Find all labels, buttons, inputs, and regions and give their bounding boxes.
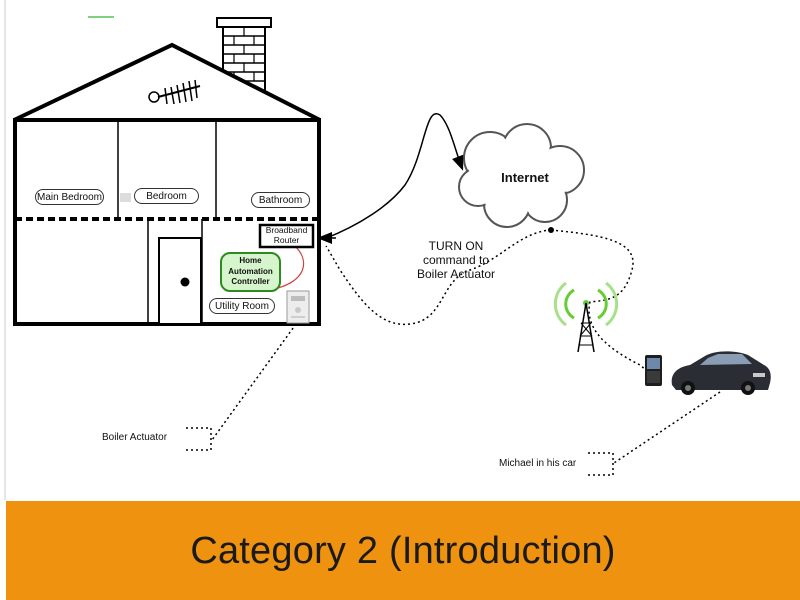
room-label-main-bedroom: Main Bedroom: [35, 189, 104, 205]
boiler-leader: [211, 323, 297, 441]
boiler-device-icon: [286, 290, 310, 324]
house: [13, 17, 321, 326]
banner-title: Category 2 (Introduction): [190, 530, 616, 572]
michael-car-label: Michael in his car: [499, 458, 577, 469]
antenna-icon: [148, 79, 201, 105]
controller-label: Home Automation Controller: [228, 256, 273, 286]
room-label-bedroom: Bedroom: [134, 188, 199, 204]
router-box: [258, 223, 315, 249]
command-label: TURN ON command to Boiler Actuator: [416, 239, 496, 281]
internet-label: Internet: [501, 170, 549, 185]
car-bracket: [588, 452, 614, 476]
internet-cloud: [458, 123, 585, 228]
door-knob: [180, 277, 190, 287]
car-leader: [613, 391, 721, 464]
title-banner: Category 2 (Introduction): [6, 501, 800, 600]
car-icon: [671, 351, 771, 395]
boiler-actuator-label: Boiler Actuator: [102, 432, 168, 443]
router-label: Broadband Router: [265, 225, 308, 245]
light-switch-icon: [120, 193, 131, 202]
upstream-link: [323, 112, 464, 240]
controller-box: [220, 252, 281, 292]
door: [158, 237, 202, 325]
phone-icon: [645, 355, 662, 386]
room-label-bathroom: Bathroom: [251, 192, 310, 208]
boiler-bracket: [186, 427, 212, 451]
roof: [13, 42, 321, 122]
router-controller-link: [277, 246, 305, 289]
room-label-utility-room: Utility Room: [209, 298, 275, 314]
network-node: [548, 227, 554, 233]
cell-tower-icon: [553, 281, 619, 353]
